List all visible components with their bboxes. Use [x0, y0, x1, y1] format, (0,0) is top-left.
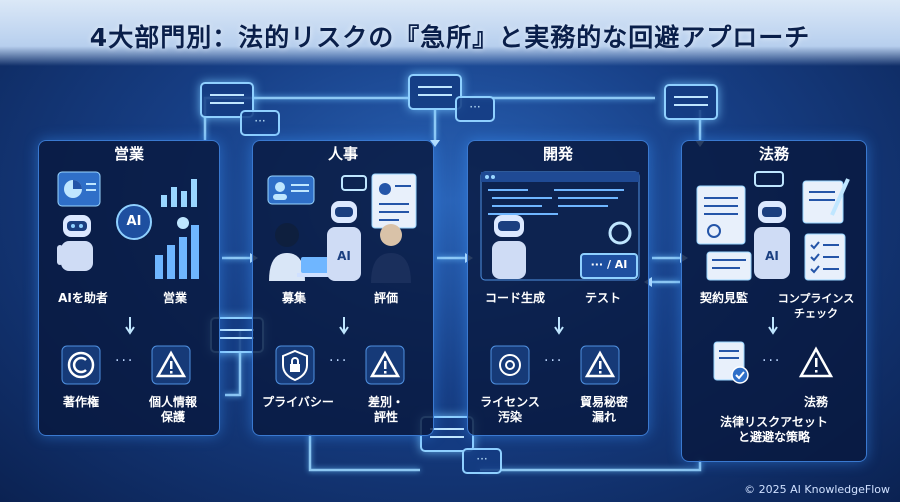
label-evaluation: 評価 — [373, 291, 398, 305]
pie-chart-icon — [57, 171, 101, 207]
ai-badge-label: AI — [337, 249, 351, 263]
label-copyright: 著作権 — [62, 395, 99, 409]
chat-bubble-icon — [200, 82, 254, 118]
label-discrimination: 差別・ 評性 — [367, 395, 404, 424]
resume-icon — [371, 173, 417, 229]
label-recruit: 募集 — [281, 291, 306, 305]
copyright-text: © 2025 AI KnowledgeFlow — [744, 483, 890, 496]
panel-legal: 法務 AI 契約見監 コンプラインス チェック ··· — [681, 140, 867, 462]
ai-badge-label: AI — [765, 249, 779, 263]
label-ai-assistant: AIを助者 — [58, 291, 108, 305]
ai-badge-label: ··· / AI — [590, 258, 628, 271]
dots-separator: ··· — [329, 353, 349, 369]
label-sales: 営業 — [162, 291, 187, 305]
robot-icon — [327, 201, 361, 281]
label-legal-risk-strategy: 法律リスクアセット と避避な策略 — [720, 415, 828, 444]
title-band — [0, 0, 900, 66]
license-doc-icon — [490, 345, 530, 385]
panel-header: 人事 — [327, 145, 358, 163]
label-license: ライセンス 汚染 — [480, 395, 540, 424]
label-test: テスト — [584, 291, 621, 305]
chat-icon — [341, 175, 367, 191]
label-compliance-check: コンプラインス チェック — [777, 292, 855, 320]
down-arrow-icon — [339, 317, 349, 335]
panel-header: 開発 — [542, 145, 573, 163]
panel-header: 法務 — [758, 145, 789, 163]
label-personal-info: 個人情報 保護 — [148, 395, 197, 424]
down-arrow-icon — [554, 317, 564, 335]
warning-icon — [365, 345, 405, 385]
signing-doc-icon — [802, 178, 850, 224]
label-trade-secret: 貿易秘密 漏れ — [579, 395, 628, 424]
warning-icon — [580, 345, 620, 385]
ai-badge-label: AI — [126, 214, 142, 229]
warning-icon — [151, 345, 191, 385]
chat-bubble-icon — [664, 84, 718, 120]
robot-icon — [492, 215, 526, 279]
panel-header: 営業 — [113, 145, 144, 163]
growth-chart-icon — [155, 217, 199, 279]
contract-doc-icon — [696, 185, 746, 245]
ai-badge-icon — [116, 204, 152, 240]
ai-chat-badge — [580, 253, 638, 279]
label-code-gen: コード生成 — [484, 291, 545, 305]
chat-dots-icon: ··· — [455, 96, 495, 122]
laptop-icon — [297, 257, 333, 277]
lock-shield-icon — [275, 345, 315, 385]
label-privacy: プライバシー — [262, 395, 334, 409]
bar-chart-icon — [161, 179, 197, 207]
verified-doc-icon — [713, 341, 749, 384]
chat-dots-icon: ··· — [462, 448, 502, 474]
label-legal: 法務 — [803, 395, 828, 409]
copyright-icon — [61, 345, 101, 385]
panel-sales: 営業 AI AIを助者 営業 ··· 著作権 個人情報 保護 — [38, 140, 220, 436]
label-contract-review: 契約見監 — [699, 291, 748, 305]
checklist-icon — [804, 233, 846, 281]
dots-separator: ··· — [544, 353, 564, 369]
panel-dev: 開発 ··· / AI コード生成 テスト ··· ライセンス 汚染 貿易秘密 … — [467, 140, 649, 436]
chat-bubble-icon — [408, 74, 462, 110]
chat-icon — [754, 171, 784, 187]
robot-icon — [754, 201, 790, 279]
robot-icon — [57, 215, 93, 271]
down-arrow-icon — [125, 317, 135, 335]
document-icon — [706, 251, 752, 281]
chat-dots-icon: ··· — [240, 110, 280, 136]
page-title: 4大部門別：法的リスクの『急所』と実務的な回避アプローチ — [89, 23, 811, 52]
panel-hr: 人事 AI 募集 評価 ··· プライバ — [252, 140, 434, 436]
down-arrow-icon — [768, 317, 778, 335]
person-icon — [269, 223, 305, 281]
dots-separator: ··· — [115, 353, 135, 369]
warning-icon — [798, 346, 834, 378]
person-icon — [371, 224, 411, 283]
profile-card-icon — [267, 175, 315, 205]
dots-separator: ··· — [762, 353, 782, 369]
